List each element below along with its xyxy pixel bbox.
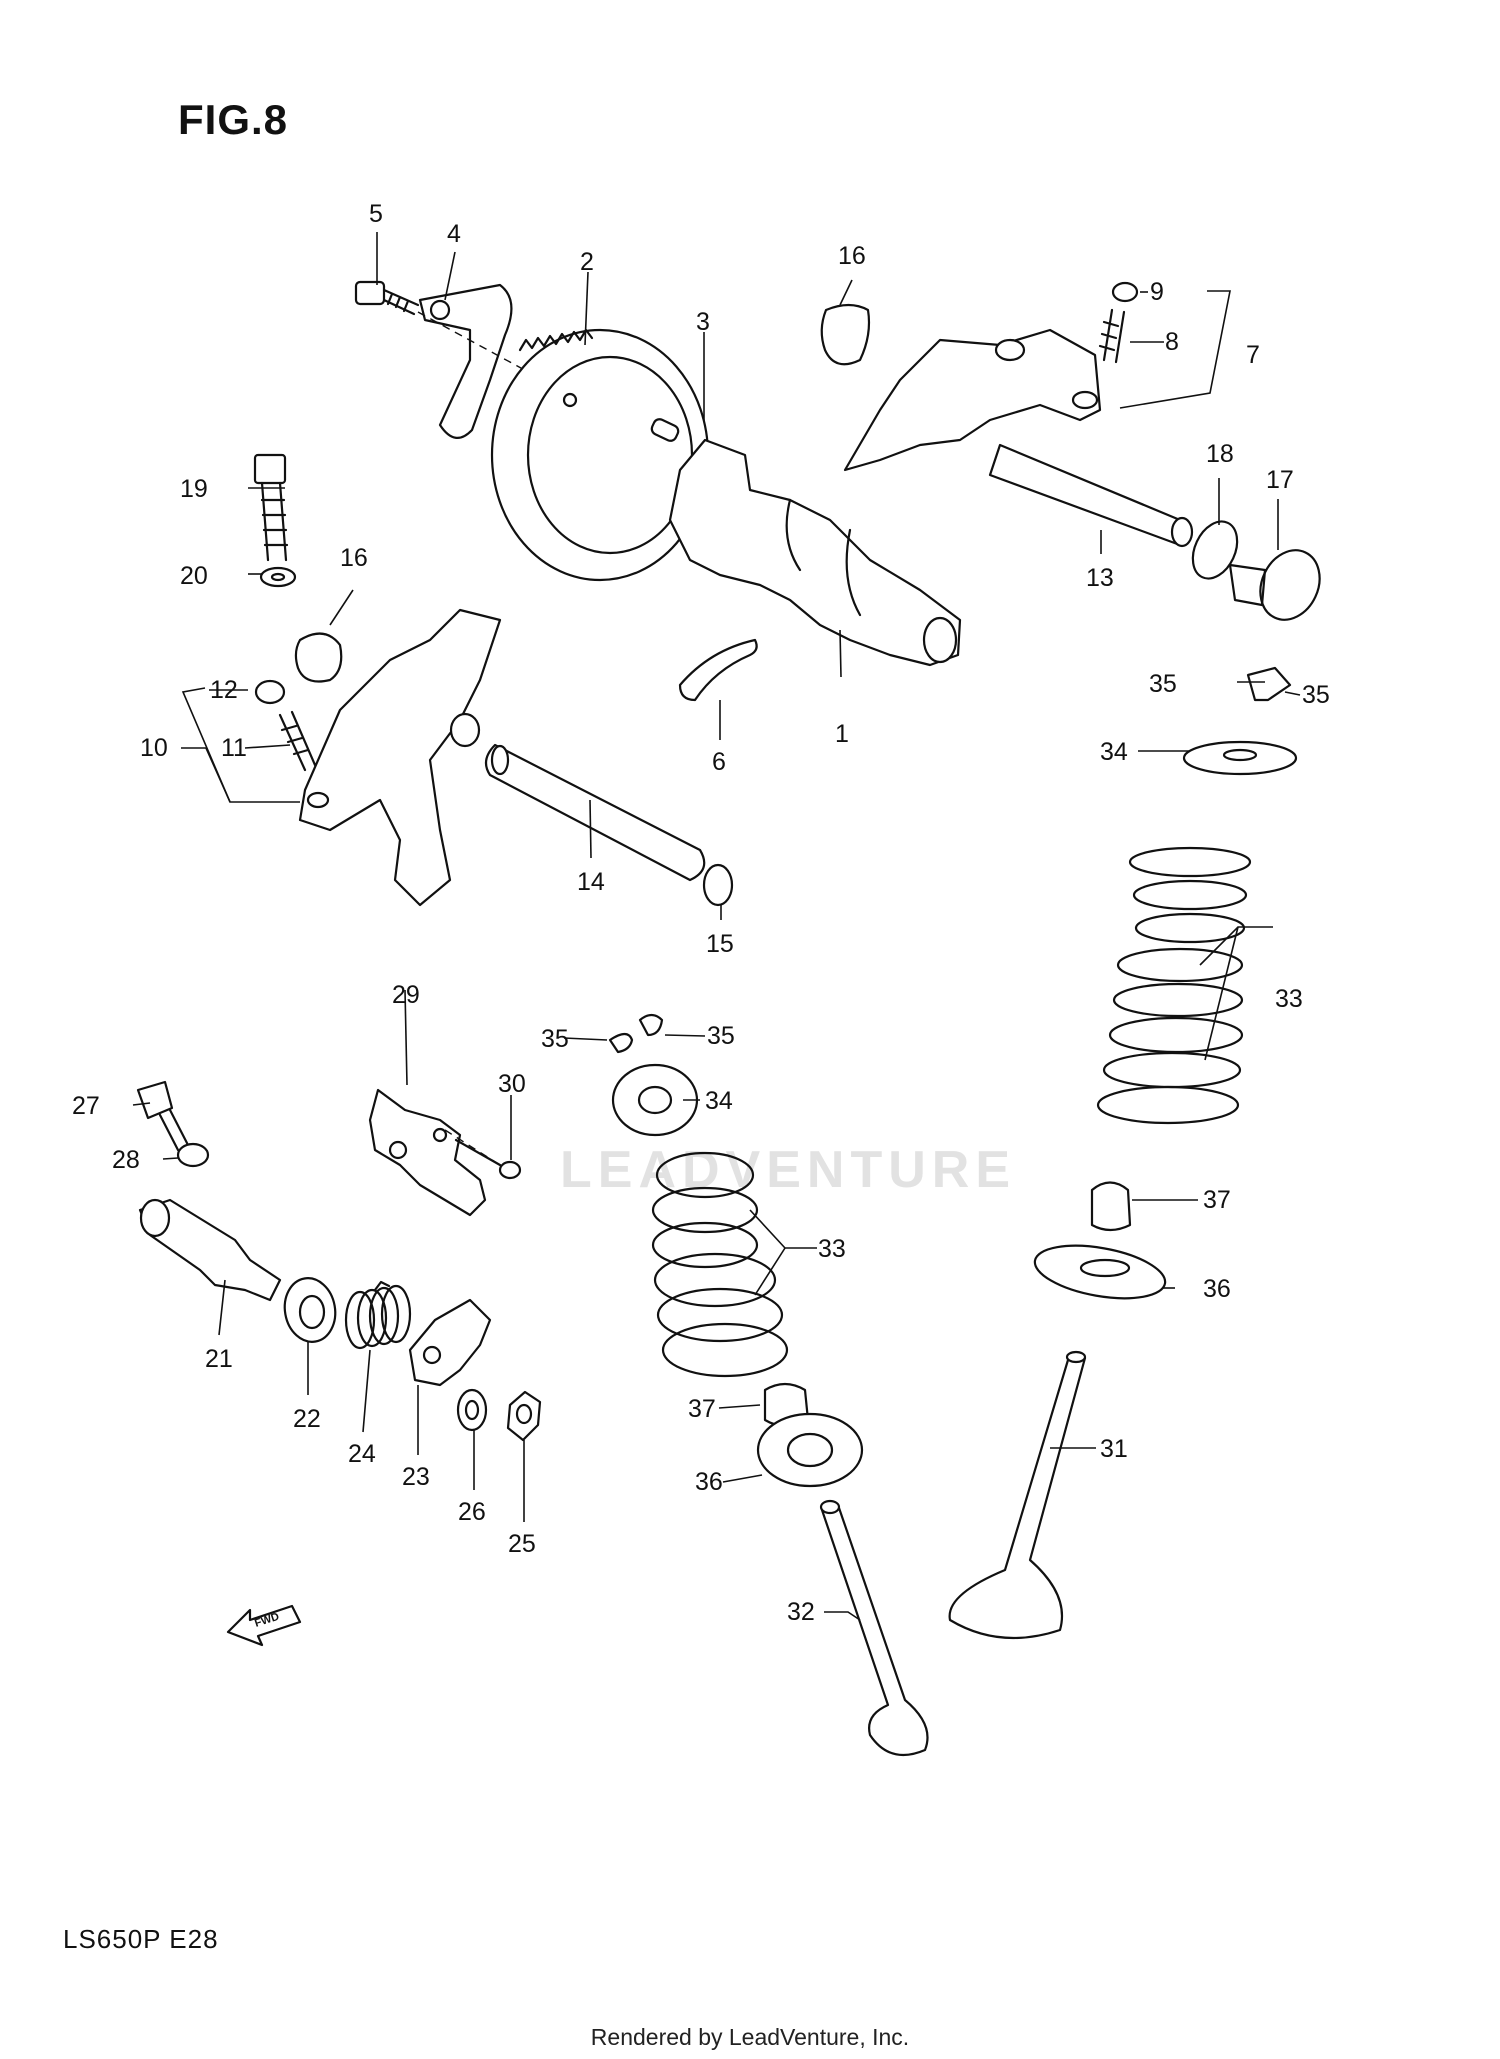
part-7-rocker-arm[interactable] — [843, 328, 1102, 472]
fwd-arrow-icon — [226, 1604, 302, 1647]
part-19-bolt[interactable] — [253, 453, 289, 562]
callout-31: 31 — [1100, 1435, 1128, 1463]
part-8-adjuster-screw[interactable] — [1098, 308, 1126, 364]
part-16-o-ring-lower[interactable] — [294, 632, 343, 683]
leader-lines — [132, 232, 1301, 1621]
callout-37b: 37 — [688, 1395, 716, 1423]
callout-24: 24 — [348, 1440, 376, 1468]
callout-16a: 16 — [838, 242, 866, 270]
callout-13: 13 — [1086, 564, 1114, 592]
part-30-screw[interactable] — [444, 1129, 522, 1180]
callout-7: 7 — [1246, 341, 1260, 369]
callout-20: 20 — [180, 562, 208, 590]
callout-18: 18 — [1206, 440, 1234, 468]
leadventure-watermark: LEADVENTURE — [560, 1141, 1017, 1199]
callout-35c: 35 — [541, 1025, 569, 1053]
callout-8: 8 — [1165, 328, 1179, 356]
callout-34b: 34 — [705, 1087, 733, 1115]
part-28-washer[interactable] — [176, 1142, 210, 1168]
callout-35a: 35 — [1149, 670, 1177, 698]
part-18-o-ring[interactable] — [1184, 514, 1246, 585]
callout-16b: 16 — [340, 544, 368, 572]
part-11-adjuster-screw[interactable] — [278, 710, 317, 772]
callout-25: 25 — [508, 1530, 536, 1558]
part-9-nut[interactable] — [1111, 281, 1139, 303]
callout-35d: 35 — [707, 1022, 735, 1050]
callout-4: 4 — [447, 220, 461, 248]
callout-22: 22 — [293, 1405, 321, 1433]
part-13-rocker-shaft[interactable] — [988, 443, 1194, 548]
part-17-plug[interactable] — [1228, 541, 1331, 630]
part-24-return-spring[interactable] — [344, 1280, 412, 1350]
callout-12: 12 — [210, 676, 238, 704]
callout-33b: 33 — [818, 1235, 846, 1263]
part-36-spring-seat-left[interactable] — [756, 1412, 864, 1488]
callout-17: 17 — [1266, 466, 1294, 494]
part-27-bolt[interactable] — [136, 1080, 190, 1152]
callout-35b: 35 — [1302, 681, 1330, 709]
callout-6: 6 — [712, 748, 726, 776]
callout-30: 30 — [498, 1070, 526, 1098]
part-37-stem-seal[interactable] — [1090, 1181, 1132, 1232]
part-26-washer[interactable] — [456, 1388, 488, 1432]
callout-3: 3 — [696, 308, 710, 336]
callout-1: 1 — [835, 720, 849, 748]
callout-10: 10 — [140, 734, 168, 762]
callout-27: 27 — [72, 1092, 100, 1120]
part-2-cam-sprocket[interactable] — [490, 328, 710, 582]
part-16-o-ring[interactable] — [820, 303, 871, 366]
callout-numbers: 1 2 3 4 5 6 7 8 9 10 11 12 13 14 15 16 1… — [72, 200, 1330, 1626]
callout-11: 11 — [221, 734, 247, 762]
figure-title: FIG.8 — [178, 96, 289, 143]
part-5-bolt[interactable] — [354, 280, 420, 316]
callout-26: 26 — [458, 1498, 486, 1526]
part-14-rocker-shaft[interactable] — [484, 743, 706, 882]
part-31-valve[interactable] — [948, 1350, 1087, 1640]
part-1-camshaft[interactable] — [668, 438, 962, 667]
callout-36a: 36 — [1203, 1275, 1231, 1303]
part-15-o-ring[interactable] — [702, 863, 734, 907]
callout-28: 28 — [112, 1146, 140, 1174]
part-25-nut[interactable] — [506, 1390, 542, 1442]
part-33-valve-spring-left[interactable] — [651, 1151, 789, 1378]
callout-19: 19 — [180, 475, 208, 503]
part-22-oil-seal[interactable] — [280, 1274, 340, 1346]
part-23-lever[interactable] — [408, 1298, 492, 1387]
part-6-key[interactable] — [678, 638, 758, 702]
model-code: LS650P E28 — [63, 1924, 219, 1954]
callout-34a: 34 — [1100, 738, 1128, 766]
callout-14: 14 — [577, 868, 605, 896]
callout-15: 15 — [706, 930, 734, 958]
part-36-spring-seat[interactable] — [1031, 1237, 1169, 1307]
part-29-bracket[interactable] — [368, 1088, 487, 1217]
part-3-pin[interactable] — [650, 417, 680, 442]
part-32-valve[interactable] — [819, 1499, 929, 1757]
callout-29: 29 — [392, 981, 420, 1009]
part-35-cotter[interactable] — [1246, 666, 1292, 702]
part-33-valve-spring[interactable] — [1096, 846, 1252, 1125]
callout-33a: 33 — [1275, 985, 1303, 1013]
callout-21: 21 — [205, 1345, 233, 1373]
part-20-washer[interactable] — [259, 566, 297, 588]
part-12-nut[interactable] — [254, 679, 286, 705]
callout-9: 9 — [1150, 278, 1164, 306]
part-10-rocker-arm[interactable] — [298, 608, 502, 907]
part-35-cotter-left[interactable] — [608, 1013, 664, 1054]
part-34-retainer[interactable] — [1182, 740, 1298, 776]
callout-23: 23 — [402, 1463, 430, 1491]
callout-37a: 37 — [1203, 1186, 1231, 1214]
callout-36b: 36 — [695, 1468, 723, 1496]
callout-5: 5 — [369, 200, 383, 228]
part-4-plate[interactable] — [418, 283, 513, 439]
part-21-decomp-shaft[interactable] — [138, 1198, 282, 1302]
callout-32: 32 — [787, 1598, 815, 1626]
callout-2: 2 — [580, 248, 594, 276]
footer-credit: Rendered by LeadVenture, Inc. — [590, 2024, 910, 2050]
